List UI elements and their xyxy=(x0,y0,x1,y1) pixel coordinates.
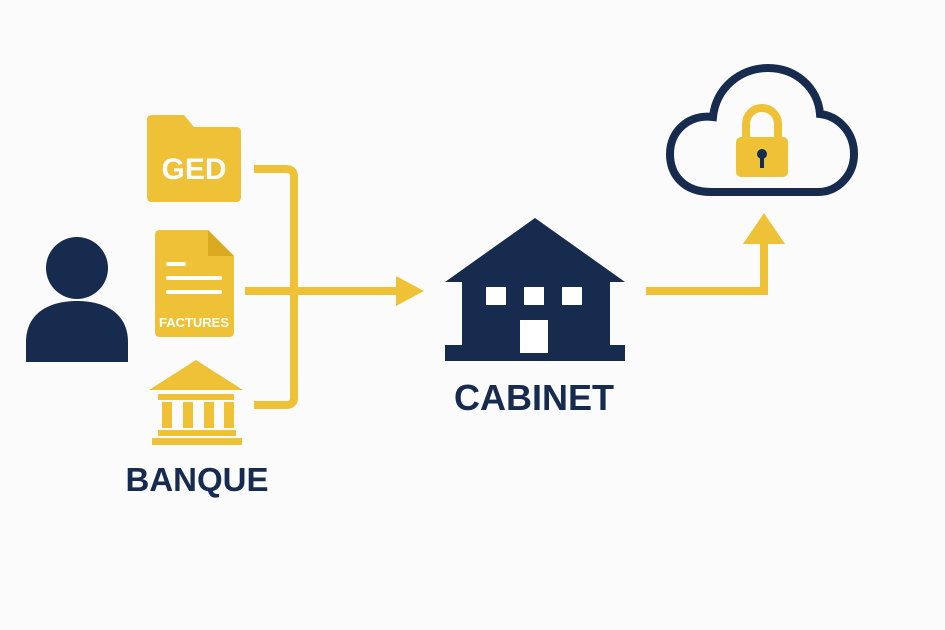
ged-label: GED xyxy=(161,153,226,186)
cloud-node xyxy=(665,63,859,196)
folder-icon xyxy=(147,115,241,202)
cloud-lock-icon xyxy=(665,63,859,196)
bank-icon xyxy=(149,360,243,445)
arrow-to-cloud-icon xyxy=(743,213,785,244)
padlock-icon xyxy=(736,104,788,177)
cabinet-to-cloud-connector xyxy=(646,240,768,295)
cabinet-node: CABINET xyxy=(445,218,625,418)
cabinet-label: CABINET xyxy=(454,377,614,418)
user-icon xyxy=(26,237,128,362)
connectors xyxy=(245,165,768,409)
arrow-to-cabinet-icon xyxy=(396,276,424,306)
factures-node: FACTURES xyxy=(155,230,234,337)
ged-node: GED xyxy=(147,115,241,202)
factures-label: FACTURES xyxy=(159,315,229,330)
document-lines xyxy=(166,262,222,294)
house-icon xyxy=(445,218,625,361)
document-icon xyxy=(155,230,234,337)
document-fold xyxy=(208,230,234,256)
banque-node: BANQUE xyxy=(125,360,269,498)
banque-label: BANQUE xyxy=(125,461,268,498)
